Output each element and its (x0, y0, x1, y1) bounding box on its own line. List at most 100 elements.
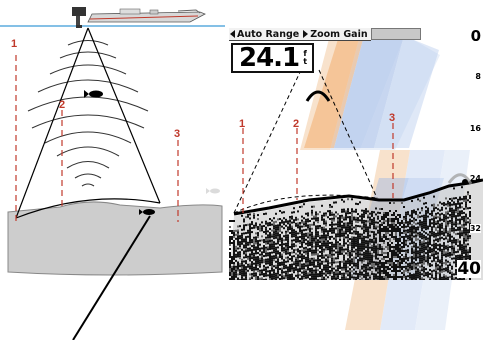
auto-range-button[interactable]: Auto Range (229, 28, 302, 41)
noise-pixel (291, 260, 293, 262)
noise-pixel (441, 253, 443, 255)
noise-pixel (315, 259, 317, 261)
noise-pixel (463, 230, 465, 232)
noise-pixel (337, 277, 339, 279)
noise-pixel (317, 249, 319, 251)
noise-pixel (287, 236, 289, 238)
noise-pixel (443, 270, 445, 272)
noise-pixel (447, 223, 449, 225)
noise-pixel (463, 248, 465, 250)
noise-pixel (387, 238, 389, 240)
noise-pixel (235, 268, 237, 270)
noise-pixel (323, 261, 325, 263)
noise-pixel (243, 220, 245, 222)
noise-pixel (231, 236, 233, 238)
noise-pixel (309, 262, 311, 264)
noise-pixel (309, 264, 311, 266)
noise-pixel (389, 220, 391, 222)
noise-pixel (343, 219, 345, 221)
noise-pixel (347, 224, 349, 226)
noise-pixel (307, 240, 309, 242)
noise-pixel (427, 258, 429, 260)
noise-pixel (353, 239, 355, 241)
noise-pixel (279, 234, 281, 236)
noise-pixel (435, 275, 437, 277)
noise-pixel (449, 220, 451, 222)
noise-pixel (371, 211, 373, 213)
noise-pixel (285, 261, 287, 263)
noise-pixel (375, 247, 377, 249)
noise-pixel (335, 265, 337, 267)
noise-pixel (341, 211, 343, 213)
noise-pixel (445, 259, 447, 261)
noise-pixel (399, 252, 401, 254)
noise-pixel (361, 220, 363, 222)
noise-pixel (367, 260, 369, 262)
noise-pixel (301, 256, 303, 258)
noise-pixel (311, 252, 313, 254)
noise-pixel (343, 273, 345, 275)
noise-pixel (265, 249, 267, 251)
noise-pixel (391, 242, 393, 244)
noise-pixel (269, 236, 271, 238)
noise-pixel (365, 230, 367, 232)
noise-pixel (383, 214, 385, 216)
noise-pixel (425, 272, 427, 274)
noise-pixel (237, 279, 239, 280)
noise-pixel (363, 232, 365, 234)
noise-pixel (309, 238, 311, 240)
noise-pixel (315, 227, 317, 229)
noise-pixel (425, 220, 427, 222)
noise-pixel (261, 273, 263, 275)
noise-pixel (229, 266, 231, 268)
noise-pixel (371, 273, 373, 275)
noise-pixel (433, 240, 435, 242)
noise-pixel (273, 249, 275, 251)
noise-pixel (361, 218, 363, 220)
noise-pixel (417, 268, 419, 270)
noise-pixel (417, 208, 419, 210)
noise-pixel (367, 210, 369, 212)
noise-pixel (377, 252, 379, 254)
noise-pixel (361, 268, 363, 270)
noise-pixel (337, 261, 339, 263)
noise-pixel (325, 220, 327, 222)
noise-pixel (445, 223, 447, 225)
noise-pixel (355, 245, 357, 247)
noise-pixel (379, 220, 381, 222)
noise-pixel (373, 223, 375, 225)
noise-pixel (377, 266, 379, 268)
noise-pixel (263, 251, 265, 253)
noise-pixel (231, 274, 233, 276)
noise-pixel (315, 269, 317, 271)
noise-pixel (255, 256, 257, 258)
noise-pixel (287, 268, 289, 270)
noise-pixel (313, 266, 315, 268)
noise-pixel (393, 228, 395, 230)
noise-pixel (439, 244, 441, 246)
noise-pixel (387, 224, 389, 226)
noise-pixel (411, 238, 413, 240)
noise-pixel (423, 279, 425, 280)
noise-pixel (237, 261, 239, 263)
noise-pixel (457, 219, 459, 221)
depth-scale-bottom: 40 (457, 260, 481, 278)
noise-pixel (309, 242, 311, 244)
noise-pixel (405, 242, 407, 244)
noise-pixel (273, 247, 275, 249)
noise-pixel (413, 265, 415, 267)
noise-pixel (285, 257, 287, 259)
noise-pixel (287, 246, 289, 248)
noise-pixel (335, 269, 337, 271)
noise-pixel (237, 229, 239, 231)
noise-pixel (333, 258, 335, 260)
noise-pixel (325, 266, 327, 268)
noise-pixel (375, 261, 377, 263)
noise-pixel (353, 211, 355, 213)
noise-pixel (317, 227, 319, 229)
noise-pixel (437, 240, 439, 242)
zoom-gain-button[interactable]: Zoom Gain (302, 28, 370, 41)
noise-pixel (419, 276, 421, 278)
noise-pixel (349, 250, 351, 252)
noise-pixel (369, 257, 371, 259)
